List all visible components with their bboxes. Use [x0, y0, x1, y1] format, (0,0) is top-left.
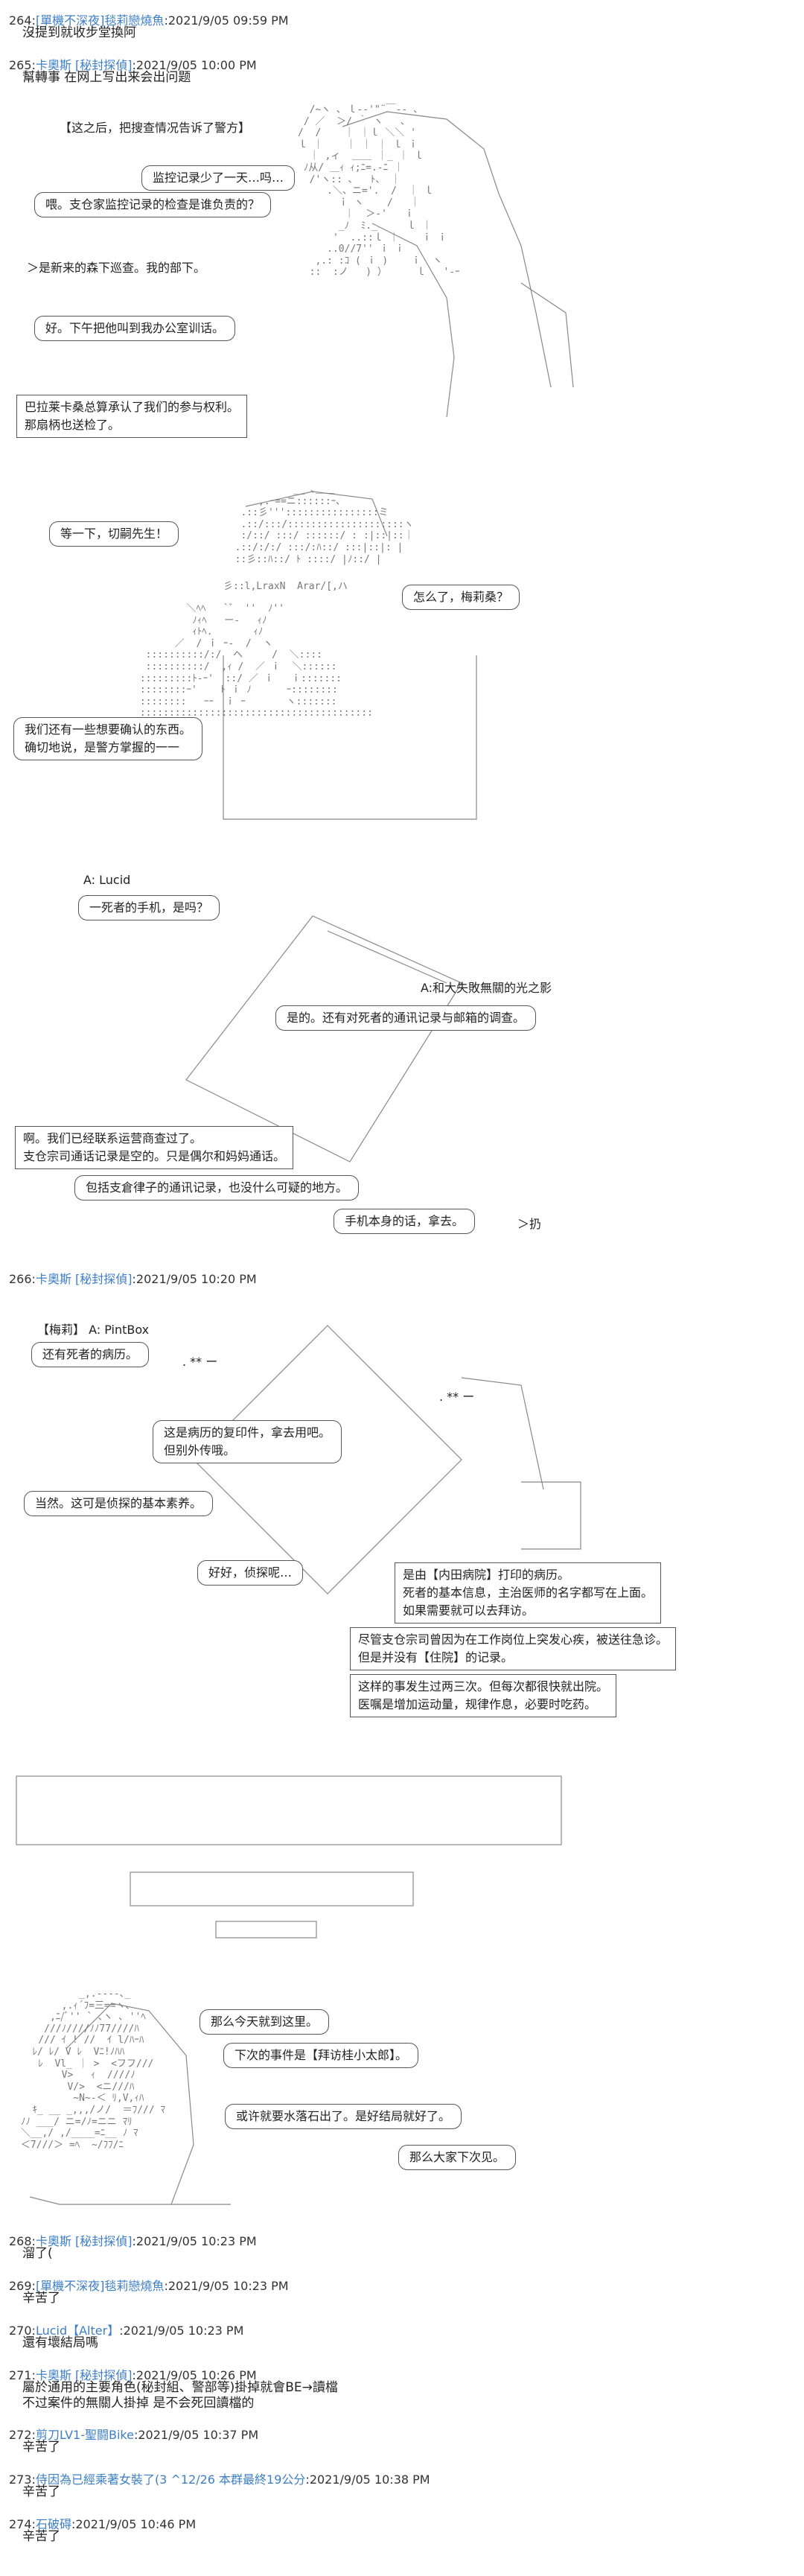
speech-bubble: 是的。还有对死者的通讯记录与邮箱的调查。 — [275, 1005, 537, 1031]
poster-name[interactable]: 侍因為已經乘著女裝了(3 ^12/26 本群最終19公分 — [35, 2472, 306, 2487]
post-body-269: 辛苦了 — [22, 2291, 60, 2306]
narration-box: 尽管支仓宗司曾因为在工作岗位上突发心疾，被送往急诊。 但是并没有【住院】的记录。 — [350, 1627, 677, 1670]
speech-bubble: 还有死者的病历。 — [31, 1342, 150, 1367]
ascii-art: __ ､＿＿ ,.ｰ==ニ::::::ｰ､ .::彡''':::::::::::… — [234, 484, 414, 565]
speech-bubble: 一死者的手机，是吗？ — [78, 895, 220, 920]
narration-box: 这样的事发生过两三次。但每次都很快就出院。 医嘱是增加运动量，规律作息，必要时吃… — [350, 1674, 617, 1717]
narration: ＞是新来的森下巡查。我的部下。 — [27, 261, 206, 275]
character-label: A:和大失敗無關的光之影 — [421, 981, 552, 995]
sound-effect: . ** ー — [439, 1390, 475, 1404]
post-body-270: 還有壞結局嗎 — [22, 2335, 98, 2350]
narration-box: 是由【内田病院】打印的病历。 死者的基本信息，主治医师的名字都写在上面。 如果需… — [395, 1562, 662, 1623]
narration: ＞扔 — [517, 1217, 542, 1231]
post-header-270: 270:Lucid【Alter】:2021/9/05 10:23 PM — [9, 2324, 244, 2338]
post-body-265: 幫轉事 在网上写出来会出问题 — [22, 70, 191, 85]
post-body-273: 辛苦了 — [22, 2484, 60, 2499]
speech-bubble: 包括支倉律子的通讯记录，也没什么可疑的地方。 — [74, 1175, 360, 1200]
character-label: A: Lucid — [83, 873, 131, 887]
poster-name[interactable]: [單機不深夜]毯莉戀燒魚 — [35, 2279, 165, 2293]
poster-name[interactable]: 卡奧斯 [秘封探偵] — [35, 2234, 133, 2248]
speech-bubble: 那么今天就到这里。 — [200, 2009, 330, 2035]
speech-bubble: 这是病历的复印件，拿去用吧。 但别外传哦。 — [153, 1420, 342, 1463]
poster-name[interactable]: 卡奧斯 [秘封探偵] — [35, 2368, 133, 2382]
poster-name[interactable]: Lucid【Alter】 — [35, 2324, 120, 2338]
post-body-264: 沒提到就收步堂換阿 — [22, 25, 136, 40]
post-header-274: 274:石破碍:2021/9/05 10:46 PM — [9, 2517, 197, 2531]
post-header-268: 268:卡奧斯 [秘封探偵]:2021/9/05 10:23 PM — [9, 2234, 257, 2248]
character-label: 【梅莉】 A: PintBox — [37, 1323, 150, 1337]
speech-bubble: 我们还有一些想要确认的东西。 确切地说，是警方掌握的一一 — [13, 717, 203, 760]
post-body-274: 辛苦了 — [22, 2529, 60, 2544]
post-body-272: 辛苦了 — [22, 2440, 60, 2455]
post-header-266: 266:卡奧斯 [秘封探偵]:2021/9/05 10:20 PM — [9, 1272, 257, 1286]
ascii-art: /~ヽ ､ ｌ-‐'"¨￣‐- 、 / ／ ＞/ ｀ ヽ ､ / / ｜ ｜ｌ … — [298, 104, 460, 279]
ascii-art: ＼ﾍﾍ `゛ '' ﾉ'' ﾉｨﾍ ー- ｨﾉ ｨﾄﾍ. ｨﾉ ／ / ｉ ｰ-… — [139, 603, 373, 719]
ascii-art: 彡::l,LraxN Arar/[,ハ — [223, 581, 348, 592]
speech-bubble: 怎么了，梅莉桑？ — [402, 585, 520, 610]
post-header-271: 271:卡奧斯 [秘封探偵]:2021/9/05 10:26 PM — [9, 2368, 257, 2382]
ascii-art: _,.-‐‐-､_ ,.ｨ´ﾌ=三==ヽ､ ,ﾆ/ﾞ'' ` ､ヽ ､ ''ﾍ … — [20, 1988, 166, 2151]
poster-name[interactable]: 卡奧斯 [秘封探偵] — [35, 1272, 133, 1286]
sound-effect: . ** ー — [182, 1355, 218, 1369]
poster-name[interactable]: 石破碍 — [35, 2517, 71, 2531]
post-body-271: 屬於通用的主要角色(秘封組、警部等)掛掉就會BE→讀檔 不过案件的無關人掛掉 是… — [22, 2380, 338, 2411]
speech-bubble: 等一下，切嗣先生！ — [49, 521, 179, 547]
speech-bubble: 监控记录少了一天…吗… — [141, 165, 296, 191]
narration-box: 巴拉莱卡桑总算承认了我们的参与权利。 那扇柄也送检了。 — [16, 395, 248, 438]
speech-bubble: 下次的事件是【拜访桂小太郎】。 — [223, 2043, 419, 2068]
poster-name[interactable]: 剪刀LV1-聖闘Bike — [35, 2428, 134, 2442]
speech-bubble: 手机本身的话，拿去。 — [334, 1209, 476, 1234]
speech-bubble: 好。下午把他叫到我办公室训话。 — [34, 316, 236, 341]
narration: 【这之后，把搜查情况告诉了警方】 — [60, 121, 251, 135]
speech-bubble: 或许就要水落石出了。是好结局就好了。 — [225, 2104, 462, 2129]
narration-box: 啊。我们已经联系运营商查过了。 支仓宗司通话记录是空的。只是偶尔和妈妈通话。 — [15, 1126, 294, 1169]
speech-bubble: 当然。这可是侦探的基本素养。 — [24, 1491, 214, 1516]
post-header-273: 273:侍因為已經乘著女裝了(3 ^12/26 本群最終19公分:2021/9/… — [9, 2472, 430, 2487]
poster-name[interactable]: [單機不深夜]毯莉戀燒魚 — [35, 13, 165, 28]
post-header-265: 265:卡奧斯 [秘封探偵]:2021/9/05 10:00 PM — [9, 58, 257, 72]
post-header-269: 269:[單機不深夜]毯莉戀燒魚:2021/9/05 10:23 PM — [9, 2279, 289, 2293]
post-header-272: 272:剪刀LV1-聖闘Bike:2021/9/05 10:37 PM — [9, 2428, 259, 2442]
post-header-264: 264:[單機不深夜]毯莉戀燒魚:2021/9/05 09:59 PM — [9, 13, 289, 28]
speech-bubble: 喂。支仓家监控记录的检查是谁负责的？ — [34, 192, 272, 217]
speech-bubble: 那么大家下次见。 — [398, 2145, 517, 2170]
poster-name[interactable]: 卡奧斯 [秘封探偵] — [35, 58, 133, 72]
speech-bubble: 好好，侦探呢… — [197, 1560, 304, 1586]
post-body-268: 溜了( — [22, 2246, 53, 2261]
